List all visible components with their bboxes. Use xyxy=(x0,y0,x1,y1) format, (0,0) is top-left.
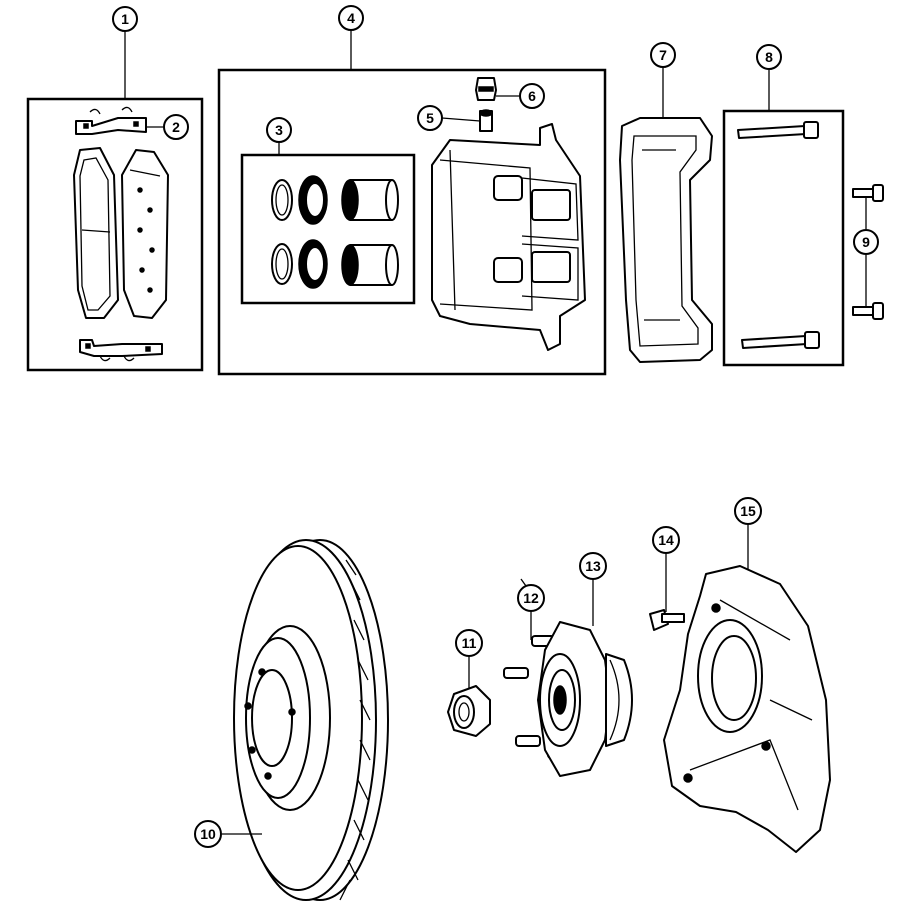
brake-pad-left xyxy=(73,147,119,319)
brake-caliper-housing xyxy=(431,123,586,351)
callout-label: 10 xyxy=(200,826,216,842)
caliper-bolt-top xyxy=(852,184,884,202)
bleeder-cap xyxy=(475,77,497,101)
piston-seal-ring-bottom xyxy=(271,243,293,285)
piston-boot-bottom xyxy=(298,239,328,289)
caliper-adapter-bracket xyxy=(619,117,713,363)
group-box-pads xyxy=(26,97,204,372)
callout-15: 15 xyxy=(734,497,762,525)
leader-5 xyxy=(441,117,481,122)
callout-label: 1 xyxy=(121,11,129,27)
callout-label: 2 xyxy=(172,119,180,135)
caliper-bolt-bottom xyxy=(852,302,884,320)
callout-label: 11 xyxy=(462,635,477,651)
callout-label: 12 xyxy=(523,590,539,606)
callout-3: 3 xyxy=(266,117,292,143)
group-box-seal-kit xyxy=(240,153,416,305)
callout-14: 14 xyxy=(652,526,680,554)
splash-shield-bolt xyxy=(649,609,685,631)
guide-pin-bottom xyxy=(741,331,820,349)
brake-pad-right xyxy=(121,149,169,319)
caliper-piston-top xyxy=(341,179,399,221)
brake-splash-shield xyxy=(663,565,831,853)
caliper-piston-bottom xyxy=(341,244,399,286)
leader-12b xyxy=(520,578,527,587)
callout-12: 12 xyxy=(517,584,545,612)
callout-label: 4 xyxy=(347,10,355,26)
callout-7: 7 xyxy=(650,42,676,68)
hub-nut xyxy=(447,685,491,737)
group-box-guide-pins xyxy=(722,109,845,367)
callout-6: 6 xyxy=(519,83,545,109)
brake-pad-clip-top xyxy=(75,106,147,135)
callout-8: 8 xyxy=(756,44,782,70)
callout-13: 13 xyxy=(579,552,607,580)
callout-label: 14 xyxy=(658,532,674,548)
brake-rotor xyxy=(233,539,389,901)
callout-9: 9 xyxy=(853,229,879,255)
callout-label: 13 xyxy=(585,558,601,574)
callout-label: 3 xyxy=(275,122,283,138)
callout-label: 8 xyxy=(765,49,773,65)
hub-bearing-assembly xyxy=(537,621,633,777)
bleeder-screw xyxy=(479,109,493,132)
callout-4: 4 xyxy=(338,5,364,31)
group-box-caliper xyxy=(217,68,607,376)
callout-label: 6 xyxy=(528,88,536,104)
brake-pad-clip-bottom xyxy=(79,339,163,362)
guide-pin-top xyxy=(737,121,819,139)
piston-seal-ring-top xyxy=(271,179,293,221)
callout-1: 1 xyxy=(112,6,138,32)
callout-5: 5 xyxy=(417,105,443,131)
callout-10: 10 xyxy=(194,820,222,848)
callout-11: 11 xyxy=(455,629,483,657)
callout-label: 15 xyxy=(740,503,756,519)
callout-label: 9 xyxy=(862,234,870,250)
piston-boot-top xyxy=(298,175,328,225)
callout-label: 5 xyxy=(426,110,434,126)
callout-2: 2 xyxy=(163,114,189,140)
callout-label: 7 xyxy=(659,47,667,63)
